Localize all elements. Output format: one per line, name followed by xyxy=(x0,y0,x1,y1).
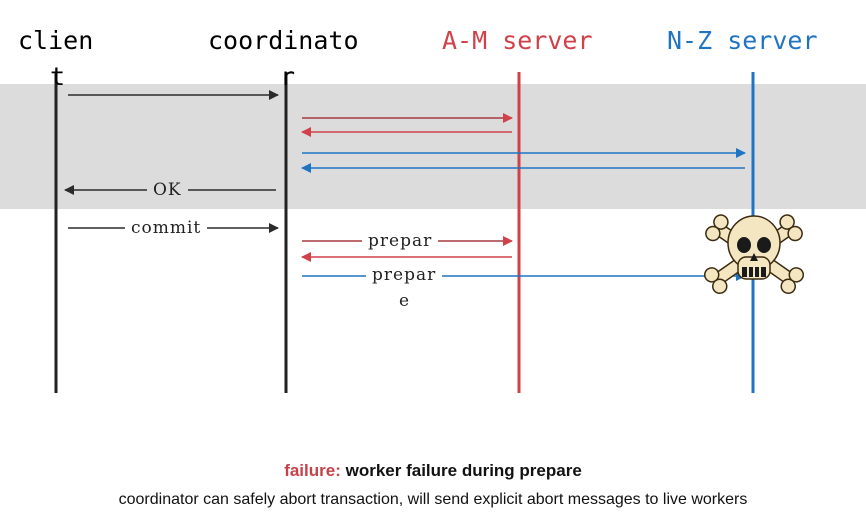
failure-caption: failure: worker failure during prepare xyxy=(0,461,866,481)
prepare-am-label: prepar xyxy=(362,231,439,251)
prepare-nz-label-wrap: e xyxy=(397,291,413,311)
failure-caption-detail: coordinator can safely abort transaction… xyxy=(118,491,748,508)
phase-one-band xyxy=(0,84,866,209)
coordinator-label: coordinato xyxy=(208,26,359,55)
nz-server-label: N-Z server xyxy=(667,26,818,55)
am-server-label: A-M server xyxy=(442,26,593,55)
coordinator-header: coordinato xyxy=(208,26,359,56)
ok-message-label: OK xyxy=(147,180,188,200)
failure-caption-title: worker failure during prepare xyxy=(345,461,582,480)
skull-crossbones-icon xyxy=(700,203,808,303)
client-header: clien xyxy=(18,26,93,56)
client-label-wrap: t xyxy=(50,62,66,91)
commit-message-label: commit xyxy=(125,218,208,238)
coordinator-label-wrap: r xyxy=(280,62,296,91)
client-label: clien xyxy=(18,26,94,55)
prepare-nz-label: prepar xyxy=(366,265,443,285)
failure-caption-label: failure: xyxy=(284,461,341,480)
